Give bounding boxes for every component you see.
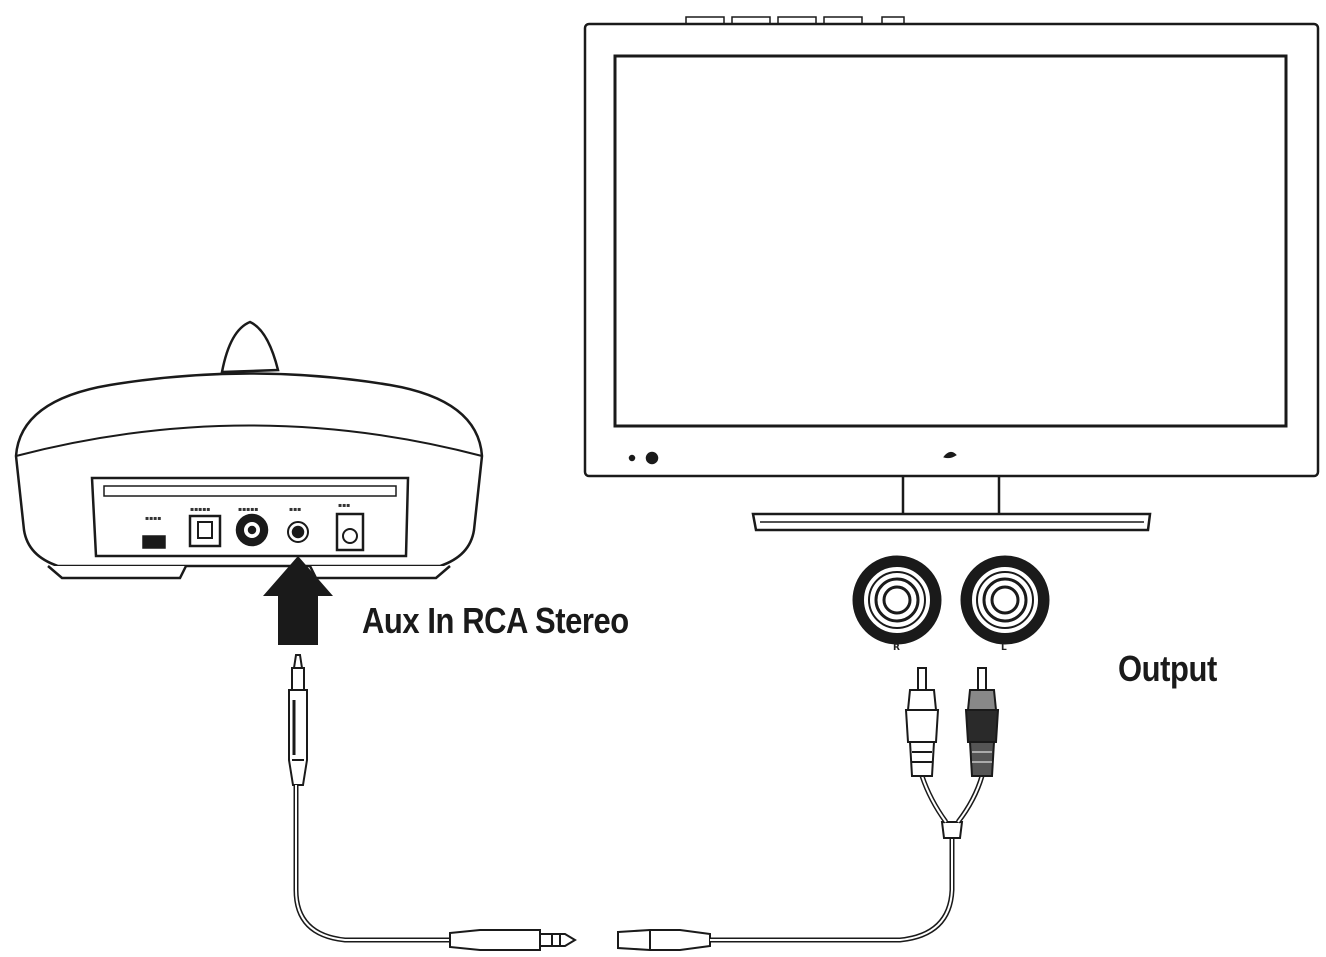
optical-in-port: ▪▪▪▪▪ [188,506,222,548]
tv-power-icon [645,451,659,465]
base-station-fin [220,320,280,374]
aux-in-label: Aux In RCA Stereo [362,600,629,641]
rca-jack-left-label: L [1001,643,1007,653]
output-label: Output [1118,648,1217,689]
audio-cable [288,654,985,951]
tv-screen [613,54,1288,428]
tv-stand-neck [901,476,1001,514]
rca-jack-right-label: R [893,643,900,653]
svg-text:▪▪▪▪▪: ▪▪▪▪▪ [190,506,210,513]
tv-logo-icon [943,451,957,459]
rca-jack-right: R [852,555,942,653]
aux-in-port: ▪▪▪ [287,506,309,543]
tv-indicator-light [628,454,636,462]
coaxial-in-port: ▪▪▪▪▪ [235,506,269,547]
dc-in-port: ▪▪▪ [335,502,365,552]
cable-male-plug [449,929,541,951]
svg-text:▪▪▪▪: ▪▪▪▪ [145,515,161,522]
insert-arrow-icon [263,556,333,645]
power-switch: ▪▪▪▪ [142,515,166,549]
aux-plug [288,689,308,786]
rca-jack-left: L [960,555,1050,653]
svg-text:▪▪▪: ▪▪▪ [338,502,350,509]
tv [583,16,1320,532]
tv-top-buttons [685,16,905,25]
cable-female-plug [617,929,711,951]
cable-splitter [940,821,964,839]
svg-text:▪▪▪▪▪: ▪▪▪▪▪ [238,506,258,513]
rca-plug-red [964,667,1000,777]
svg-text:▪▪▪: ▪▪▪ [289,506,301,513]
rca-plug-white [904,667,940,777]
base-station: ▪▪▪▪ ▪▪▪▪▪ ▪▪▪▪▪ ▪▪▪ ▪▪▪ [14,320,484,580]
